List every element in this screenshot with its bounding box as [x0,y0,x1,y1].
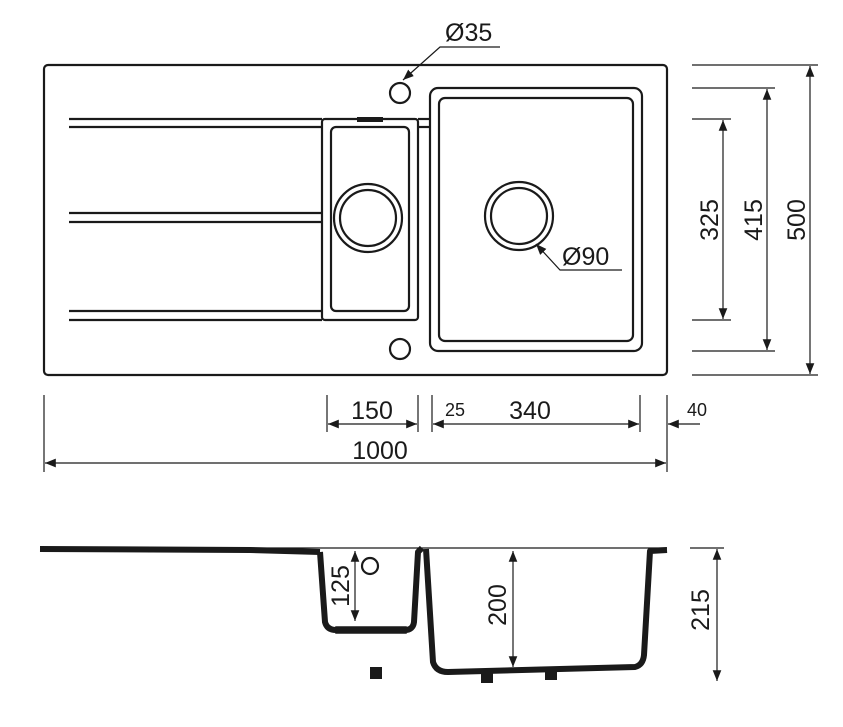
small-bowl [320,117,420,322]
dim-25: 25 [445,400,465,420]
dim-40: 40 [687,400,707,420]
width-dimensions: 150 25 340 40 1000 [43,395,707,472]
side-view: 125 200 215 [39,545,724,683]
dim-340: 340 [509,397,551,425]
overflow-hole [388,337,412,361]
dim-200: 200 [484,584,512,626]
top-view: Ø35 Ø90 325 415 500 [42,19,818,472]
large-bowl [428,86,644,353]
dim-325: 325 [696,199,724,241]
sink-outline [42,63,669,377]
dim-150: 150 [351,397,393,425]
dim-415: 415 [740,199,768,241]
small-bowl-profile [317,545,425,633]
dim-125: 125 [327,565,355,607]
drain-leader [535,243,622,271]
tap-hole [388,81,412,105]
height-dimensions: 325 415 500 [692,64,818,376]
drainer-profile [39,546,321,555]
dim-215: 215 [687,589,715,631]
tap-hole-leader [402,46,500,81]
overflow-hole-side [360,556,380,576]
tap-hole-label: Ø35 [445,19,492,47]
large-bowl-profile [423,547,668,675]
dim-500: 500 [783,199,811,241]
drain-label: Ø90 [562,243,609,271]
dim-1000: 1000 [352,437,408,465]
drainer-grooves [69,117,430,322]
